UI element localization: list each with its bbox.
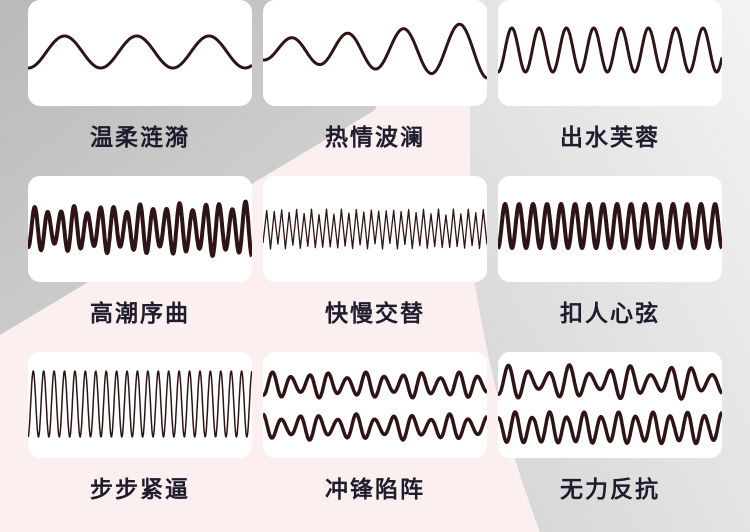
wave-icon (28, 370, 252, 438)
wave-icon (498, 363, 722, 446)
mode-label: 冲锋陷阵 (325, 477, 425, 503)
mode-card-1[interactable] (28, 0, 252, 106)
wave-line (263, 370, 487, 400)
wave-icon (263, 22, 487, 80)
mode-card-9[interactable] (498, 352, 722, 458)
mode-card-2[interactable] (263, 0, 487, 106)
mode-card-4[interactable] (28, 176, 252, 282)
wave-icon (263, 208, 487, 250)
wave-line (263, 22, 487, 80)
mode-label: 无力反抗 (560, 477, 660, 503)
wave-line (28, 34, 252, 70)
mode-label: 步步紧逼 (90, 477, 190, 503)
wave-icon (263, 370, 487, 442)
wave-icon (28, 34, 252, 70)
mode-label: 出水芙蓉 (560, 125, 660, 151)
wave-icon (498, 26, 722, 74)
wave-line (263, 208, 487, 250)
mode-card-3[interactable] (498, 0, 722, 106)
mode-card-8[interactable] (263, 352, 487, 458)
wave-icon (498, 202, 722, 250)
mode-card-6[interactable] (498, 176, 722, 282)
mode-label: 热情波澜 (325, 125, 425, 151)
wave-line (498, 363, 722, 401)
wave-line (263, 412, 487, 442)
wave-line (28, 199, 252, 258)
wave-line (498, 410, 722, 446)
wave-icon (28, 199, 252, 258)
mode-label: 快慢交替 (325, 301, 425, 327)
mode-label: 扣人心弦 (560, 301, 660, 327)
mode-card-5[interactable] (263, 176, 487, 282)
wave-line (498, 26, 722, 74)
wave-line (498, 202, 722, 250)
mode-label: 高潮序曲 (90, 301, 190, 327)
wave-line (28, 370, 252, 438)
mode-label: 温柔涟漪 (90, 125, 190, 151)
mode-card-7[interactable] (28, 352, 252, 458)
